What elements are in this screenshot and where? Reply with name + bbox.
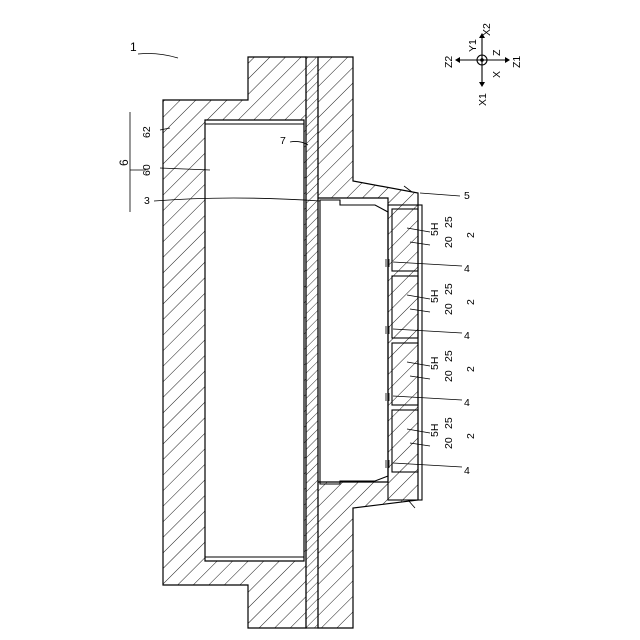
tray	[320, 200, 388, 484]
module-label: 2	[465, 366, 477, 372]
module-label: 2	[465, 299, 477, 305]
terminal-label: 25	[443, 350, 455, 362]
ref-tray-label: 3	[144, 195, 150, 207]
module-label-group-4: 5H 20 25 2 4	[429, 417, 477, 477]
axis-y1: Y1	[467, 39, 479, 52]
ref-case-label: 5	[464, 190, 470, 202]
module-label: 2	[465, 433, 477, 439]
module-label: 2	[465, 232, 477, 238]
spring-label: 4	[464, 330, 470, 342]
axis-z2: Z2	[443, 56, 455, 68]
axis-z1: Z1	[511, 56, 523, 68]
module-label-group-1: 5H 20 25 2 4	[429, 216, 477, 275]
axis-x2: X2	[481, 23, 493, 36]
module-label-group-3: 5H 20 25 2 4	[429, 350, 477, 409]
cell-label: 20	[443, 236, 455, 248]
module-label-group-2: 5H 20 25 2 4	[429, 283, 477, 342]
spring-label: 4	[464, 465, 470, 477]
ref-outer-label: 62	[141, 126, 153, 138]
axis-z: Z	[491, 49, 503, 56]
cell-label: 20	[443, 370, 455, 382]
inner-cavity	[205, 124, 304, 557]
terminal-label: 25	[443, 417, 455, 429]
ref-inner-label: 60	[141, 164, 153, 176]
plate	[306, 57, 318, 628]
ref-plate-label: 7	[280, 135, 286, 147]
cell-label: 20	[443, 303, 455, 315]
ref-base-label: 6	[117, 159, 131, 166]
ref-main-label: 1	[130, 40, 137, 54]
axis-indicator: Z2 Y1 X2 Z Z1 X1 X	[443, 23, 523, 106]
axis-x1: X1	[477, 93, 489, 106]
terminal-label: 25	[443, 216, 455, 228]
spring-label: 4	[464, 263, 470, 275]
hole-label: 5H	[429, 357, 441, 370]
axis-x: X	[491, 71, 503, 78]
hole-label: 5H	[429, 290, 441, 303]
hole-label: 5H	[429, 424, 441, 437]
spring-label: 4	[464, 397, 470, 409]
terminal-label: 25	[443, 283, 455, 295]
hole-label: 5H	[429, 223, 441, 236]
cell-label: 20	[443, 437, 455, 449]
